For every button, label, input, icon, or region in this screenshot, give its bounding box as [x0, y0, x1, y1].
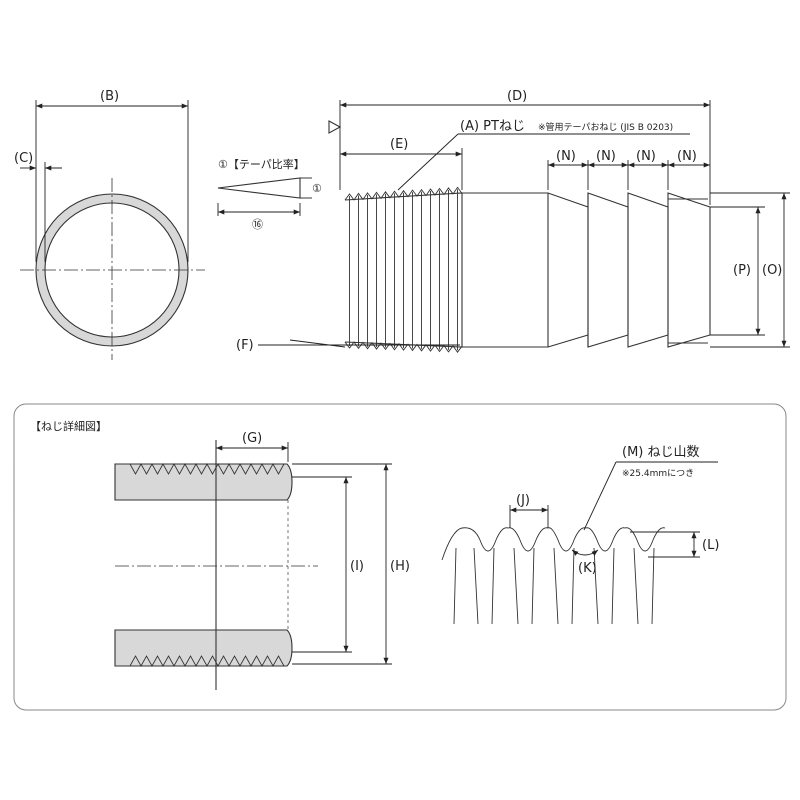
- dim-label-h: (H): [390, 559, 410, 574]
- dim-label-n-3: (N): [636, 149, 656, 164]
- dim-label-n-4: (N): [677, 149, 697, 164]
- taper-run: ⑯: [252, 218, 263, 231]
- dim-label-l: (L): [702, 538, 719, 553]
- dim-label-e: (E): [390, 137, 408, 152]
- thread-profile-detail: (M) ねじ山数 ※25.4mmにつき (J) (K) (L): [441, 445, 719, 625]
- dim-label-n-1: (N): [556, 149, 576, 164]
- profile-hatch-line: [633, 547, 639, 625]
- pt-thread-note: ※管用テーパおねじ (JIS B 0203): [538, 121, 673, 133]
- dim-label-p: (P): [733, 263, 751, 278]
- profile-hatch-line: [593, 547, 599, 625]
- thread-count-label: (M) ねじ山数: [622, 445, 700, 460]
- dim-label-g: (G): [242, 431, 262, 446]
- dim-label-i: (I): [350, 559, 364, 574]
- taper-ratio-figure: ①【テーパ比率】 ① ⑯: [217, 157, 322, 231]
- dim-label-c: (C): [14, 151, 33, 166]
- profile-hatch-line: [651, 547, 655, 625]
- dim-label-o: (O): [762, 263, 782, 278]
- detail-panel: [13, 403, 787, 711]
- detail-title: 【ねじ詳細図】: [30, 419, 107, 433]
- profile-hatch-line: [491, 547, 495, 625]
- dim-label-f: (F): [236, 338, 254, 353]
- pipe-cross-section: (B) (C): [14, 89, 205, 360]
- dim-label-b: (B): [100, 89, 119, 104]
- taper-rise: ①: [312, 182, 322, 195]
- thread-detail-section: (G) (I) (H): [114, 431, 410, 690]
- pt-thread-label: (A) PTねじ: [460, 119, 525, 134]
- dim-label-d: (D): [507, 89, 527, 104]
- profile-hatch-line: [453, 547, 457, 625]
- taper-title: ①【テーパ比率】: [218, 157, 305, 171]
- profile-hatch-line: [531, 547, 535, 625]
- profile-hatch-line: [571, 547, 575, 625]
- profile-hatch-line: [611, 547, 615, 625]
- thread-count-note: ※25.4mmにつき: [622, 468, 694, 479]
- dim-label-j: (J): [516, 493, 530, 508]
- profile-hatch-line: [553, 547, 559, 625]
- profile-hatch-line: [513, 547, 519, 625]
- dim-label-k: (K): [578, 561, 597, 576]
- profile-hatch-line: [473, 547, 479, 625]
- pipe-side-view: (D) (A) PTねじ ※管用テーパおねじ (JIS B 0203) (E): [236, 89, 790, 353]
- dim-label-n-2: (N): [596, 149, 616, 164]
